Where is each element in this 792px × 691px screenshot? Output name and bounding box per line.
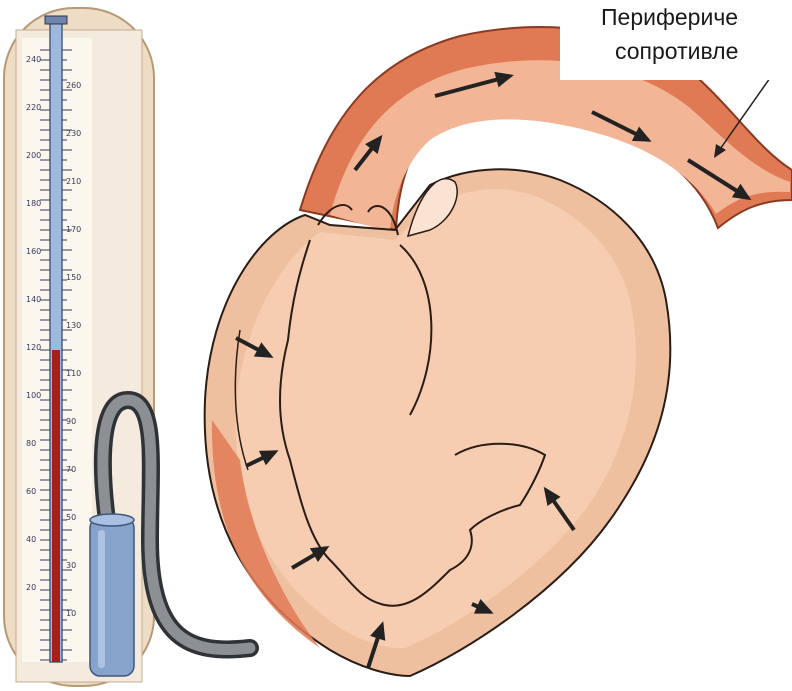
scale-label-right: 170	[66, 225, 81, 234]
mercury-column	[52, 350, 60, 662]
scale-label-left: 240	[26, 55, 41, 64]
scale-label-left: 40	[26, 535, 36, 544]
scale-label-left: 220	[26, 103, 41, 112]
scale-label-left: 200	[26, 151, 41, 160]
heart	[205, 27, 792, 676]
tube-cap	[45, 16, 67, 24]
scale-label-left: 120	[26, 343, 41, 352]
reservoir-top	[90, 514, 134, 526]
scale-label-left: 100	[26, 391, 41, 400]
scale-label-left: 160	[26, 247, 41, 256]
scale-label-left: 60	[26, 487, 36, 496]
scale-label-left: 140	[26, 295, 41, 304]
reservoir-shine	[98, 530, 105, 668]
scale-label-right: 210	[66, 177, 81, 186]
scale-label-right: 70	[66, 465, 76, 474]
scale-label-right: 30	[66, 561, 76, 570]
annotation-callout: Перифериче сопротивле	[560, 0, 792, 80]
scale-label-left: 80	[26, 439, 36, 448]
scale-label-left: 180	[26, 199, 41, 208]
annotation-line-1: Перифериче	[601, 4, 738, 31]
scale-label-right: 110	[66, 369, 81, 378]
scale-label-right: 260	[66, 81, 81, 90]
scale-label-right: 230	[66, 129, 81, 138]
scale-label-right: 50	[66, 513, 76, 522]
mercury-reservoir	[90, 518, 134, 676]
scale-label-right: 10	[66, 609, 76, 618]
scale-label-right: 90	[66, 417, 76, 426]
heart-inner-cavity	[236, 189, 636, 648]
scale-label-right: 150	[66, 273, 81, 282]
annotation-line-2: сопротивле	[615, 38, 738, 65]
scale-label-left: 20	[26, 583, 36, 592]
scale-label-right: 130	[66, 321, 81, 330]
